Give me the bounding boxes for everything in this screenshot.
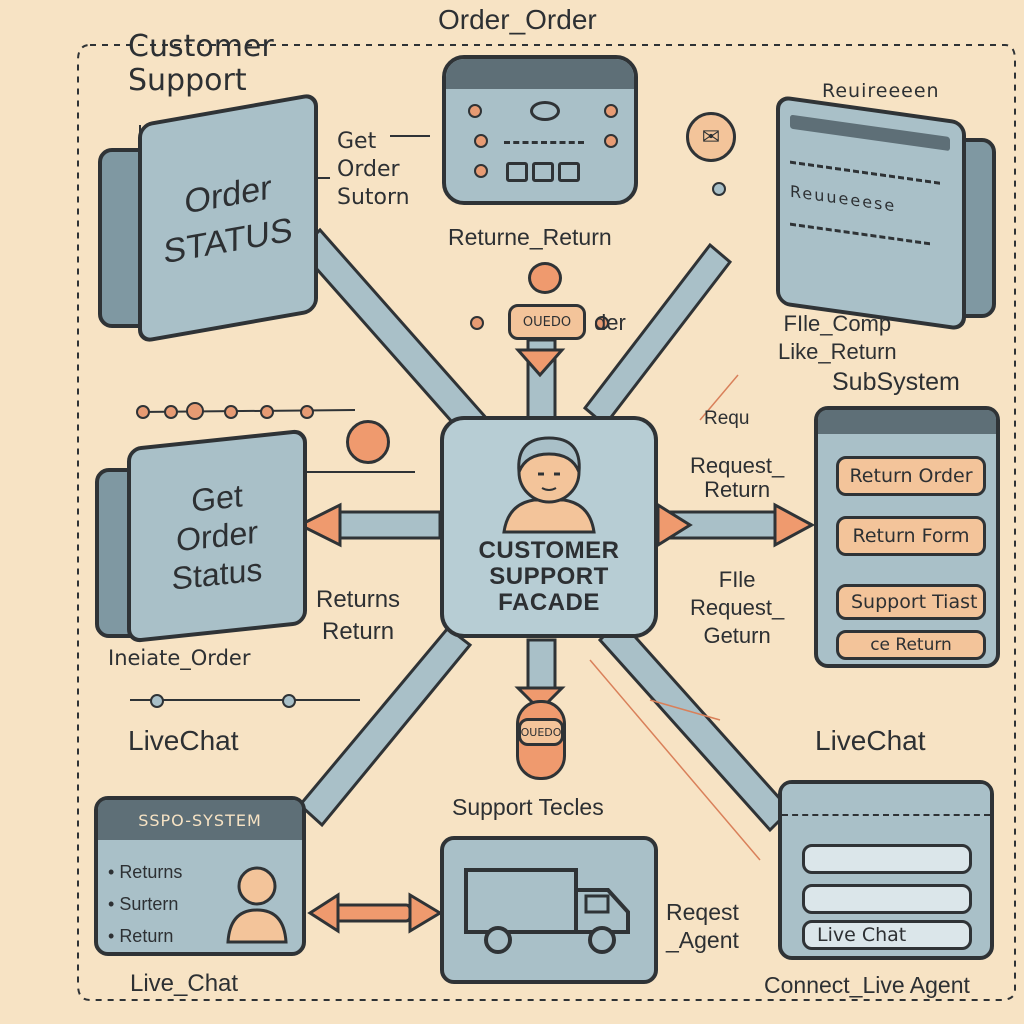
order-status-text: Order STATUS [138, 92, 318, 344]
get-order-status-text: Get Order Status [127, 428, 307, 644]
customer-support-label: Customer Support [128, 29, 274, 98]
live-chat-item[interactable]: Live Chat [802, 920, 972, 950]
return-order-button[interactable]: Return Order [836, 456, 986, 496]
subsystem-label: SubSystem [832, 368, 960, 396]
chain-dot [300, 405, 314, 419]
order-device [442, 55, 638, 205]
truck-icon [464, 868, 630, 954]
livechat-right-label: LiveChat [815, 725, 926, 756]
get-order-status-block: Get Order Status [95, 428, 307, 644]
list-item[interactable]: • Surtern [108, 894, 179, 914]
chain-dot [186, 402, 204, 420]
requ-label: Requ [704, 408, 750, 429]
return-form-button[interactable]: Return Form [836, 516, 986, 556]
small-dot [712, 182, 726, 196]
list-item[interactable]: • Returns [108, 862, 183, 882]
file-request-geturn-label: FIle Request_ Geturn [690, 567, 785, 648]
chat-item[interactable] [802, 844, 972, 874]
connector-knob [528, 262, 562, 294]
sspo-system-panel: SSPO-SYSTEM • Returns • Surtern • Return [94, 796, 306, 956]
ce-return-button[interactable]: ce Return [836, 630, 986, 660]
support-ticket-button[interactable]: Support Tiast [836, 584, 986, 620]
user-icon [226, 866, 288, 944]
facade-title: CUSTOMER SUPPORT FACADE [478, 537, 620, 616]
chain-dot [150, 694, 164, 708]
chain-dot [164, 405, 178, 419]
delivery-panel[interactable] [440, 836, 658, 984]
chain-dot [224, 405, 238, 419]
chain-dot [136, 405, 150, 419]
order-pill-suffix: der [594, 310, 626, 335]
chain-dot [260, 405, 274, 419]
top-right-label: Reuireeeen [822, 80, 940, 102]
returns-screen-block: Reuueeese [776, 94, 996, 332]
live-chat-caption: Live_Chat [130, 970, 239, 997]
returns-return-label: Returns Return [316, 586, 401, 645]
chain-knob [346, 420, 390, 464]
list-item[interactable]: • Return [108, 926, 174, 946]
get-order-sutorn-label: Get Order Sutorn [337, 129, 410, 210]
mail-icon: ✉ [686, 112, 736, 162]
returns-screen-text: Reuueeese [790, 181, 897, 216]
agent-avatar-icon [502, 436, 596, 534]
left-list: • Returns • Surtern • Return [108, 856, 182, 952]
connect-live-agent-label: Connect_Live Agent [764, 972, 970, 998]
live-chat-panel: Live Chat [778, 780, 994, 960]
bottom-pill: OUEDO [518, 718, 564, 746]
order-pill: OUEDO [508, 304, 586, 340]
returne-return-label: Returne_Return [448, 224, 612, 250]
file-comp-label: FIle_Comp Like_Return [778, 311, 897, 364]
order-status-block: Order STATUS [98, 92, 318, 344]
request-return-label: Request_ Return [690, 453, 785, 502]
sspo-system-title: SSPO-SYSTEM [138, 810, 262, 830]
livechat-left-label: LiveChat [128, 725, 239, 756]
pill-dot-right [595, 316, 609, 330]
pill-dot-left [470, 316, 484, 330]
chain-dot [282, 694, 296, 708]
ineiate-order-label: Ineiate_Order [108, 646, 251, 670]
support-tecles-label: Support Tecles [452, 794, 604, 820]
facade-box[interactable]: CUSTOMER SUPPORT FACADE [440, 416, 658, 638]
request-agent-label: Reqest _Agent [666, 899, 739, 953]
subsystem-panel: Return Order Return Form Support Tiast c… [814, 406, 1000, 668]
top-title: Order_Order [438, 4, 597, 35]
chat-item[interactable] [802, 884, 972, 914]
